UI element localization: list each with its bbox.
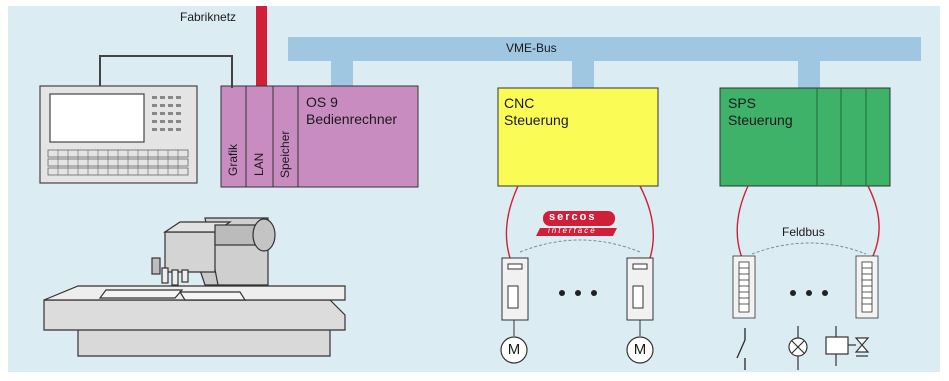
servo-drive-icon — [626, 257, 654, 321]
lamp-icon — [788, 326, 808, 370]
sps-block — [719, 87, 891, 187]
lan-label: LAN — [252, 152, 266, 176]
sercos-logo-text: sercos — [549, 211, 597, 223]
sps-label-line2: Steuerung — [728, 112, 793, 128]
sps-label-line1: SPS — [728, 95, 757, 111]
feldbus-label: Feldbus — [782, 225, 825, 239]
servo-drive-icon — [501, 257, 529, 321]
cnc-label-line1: CNC — [504, 95, 535, 111]
sercos-logo — [536, 211, 617, 236]
grafik-label: Grafik — [226, 143, 240, 176]
vme-bus — [288, 37, 921, 89]
vme-bus-label: VME-Bus — [506, 41, 557, 55]
motor-label: M — [507, 341, 521, 358]
cnc-ring-bus — [519, 239, 641, 253]
operator-terminal-icon — [39, 85, 198, 184]
os9-block — [220, 85, 419, 188]
sps-cables — [736, 185, 880, 259]
motor-icon — [500, 336, 528, 364]
feldbus-line — [751, 242, 867, 255]
terminal-cable — [99, 55, 233, 88]
factory-net-label: Fabriknetz — [180, 10, 237, 24]
cnc-label-line2: Steuerung — [504, 112, 569, 128]
switch-icon — [736, 328, 746, 370]
motor-label: M — [633, 341, 647, 358]
io-module-icon — [855, 255, 879, 319]
sercos-logo-subtext: interface — [548, 226, 597, 235]
ellipsis-dots — [559, 290, 828, 296]
cnc-block — [497, 87, 659, 187]
speicher-label: Speicher — [278, 130, 292, 178]
cnc-cables — [505, 185, 655, 259]
os9-label-line1: OS 9 — [306, 94, 338, 110]
motor-icon — [626, 336, 654, 364]
machine-tool-icon — [43, 217, 346, 357]
os9-label-line2: Bedienrechner — [306, 111, 398, 127]
io-module-icon — [732, 255, 756, 319]
factory-net-line — [256, 6, 267, 88]
valve-icon — [825, 326, 870, 366]
